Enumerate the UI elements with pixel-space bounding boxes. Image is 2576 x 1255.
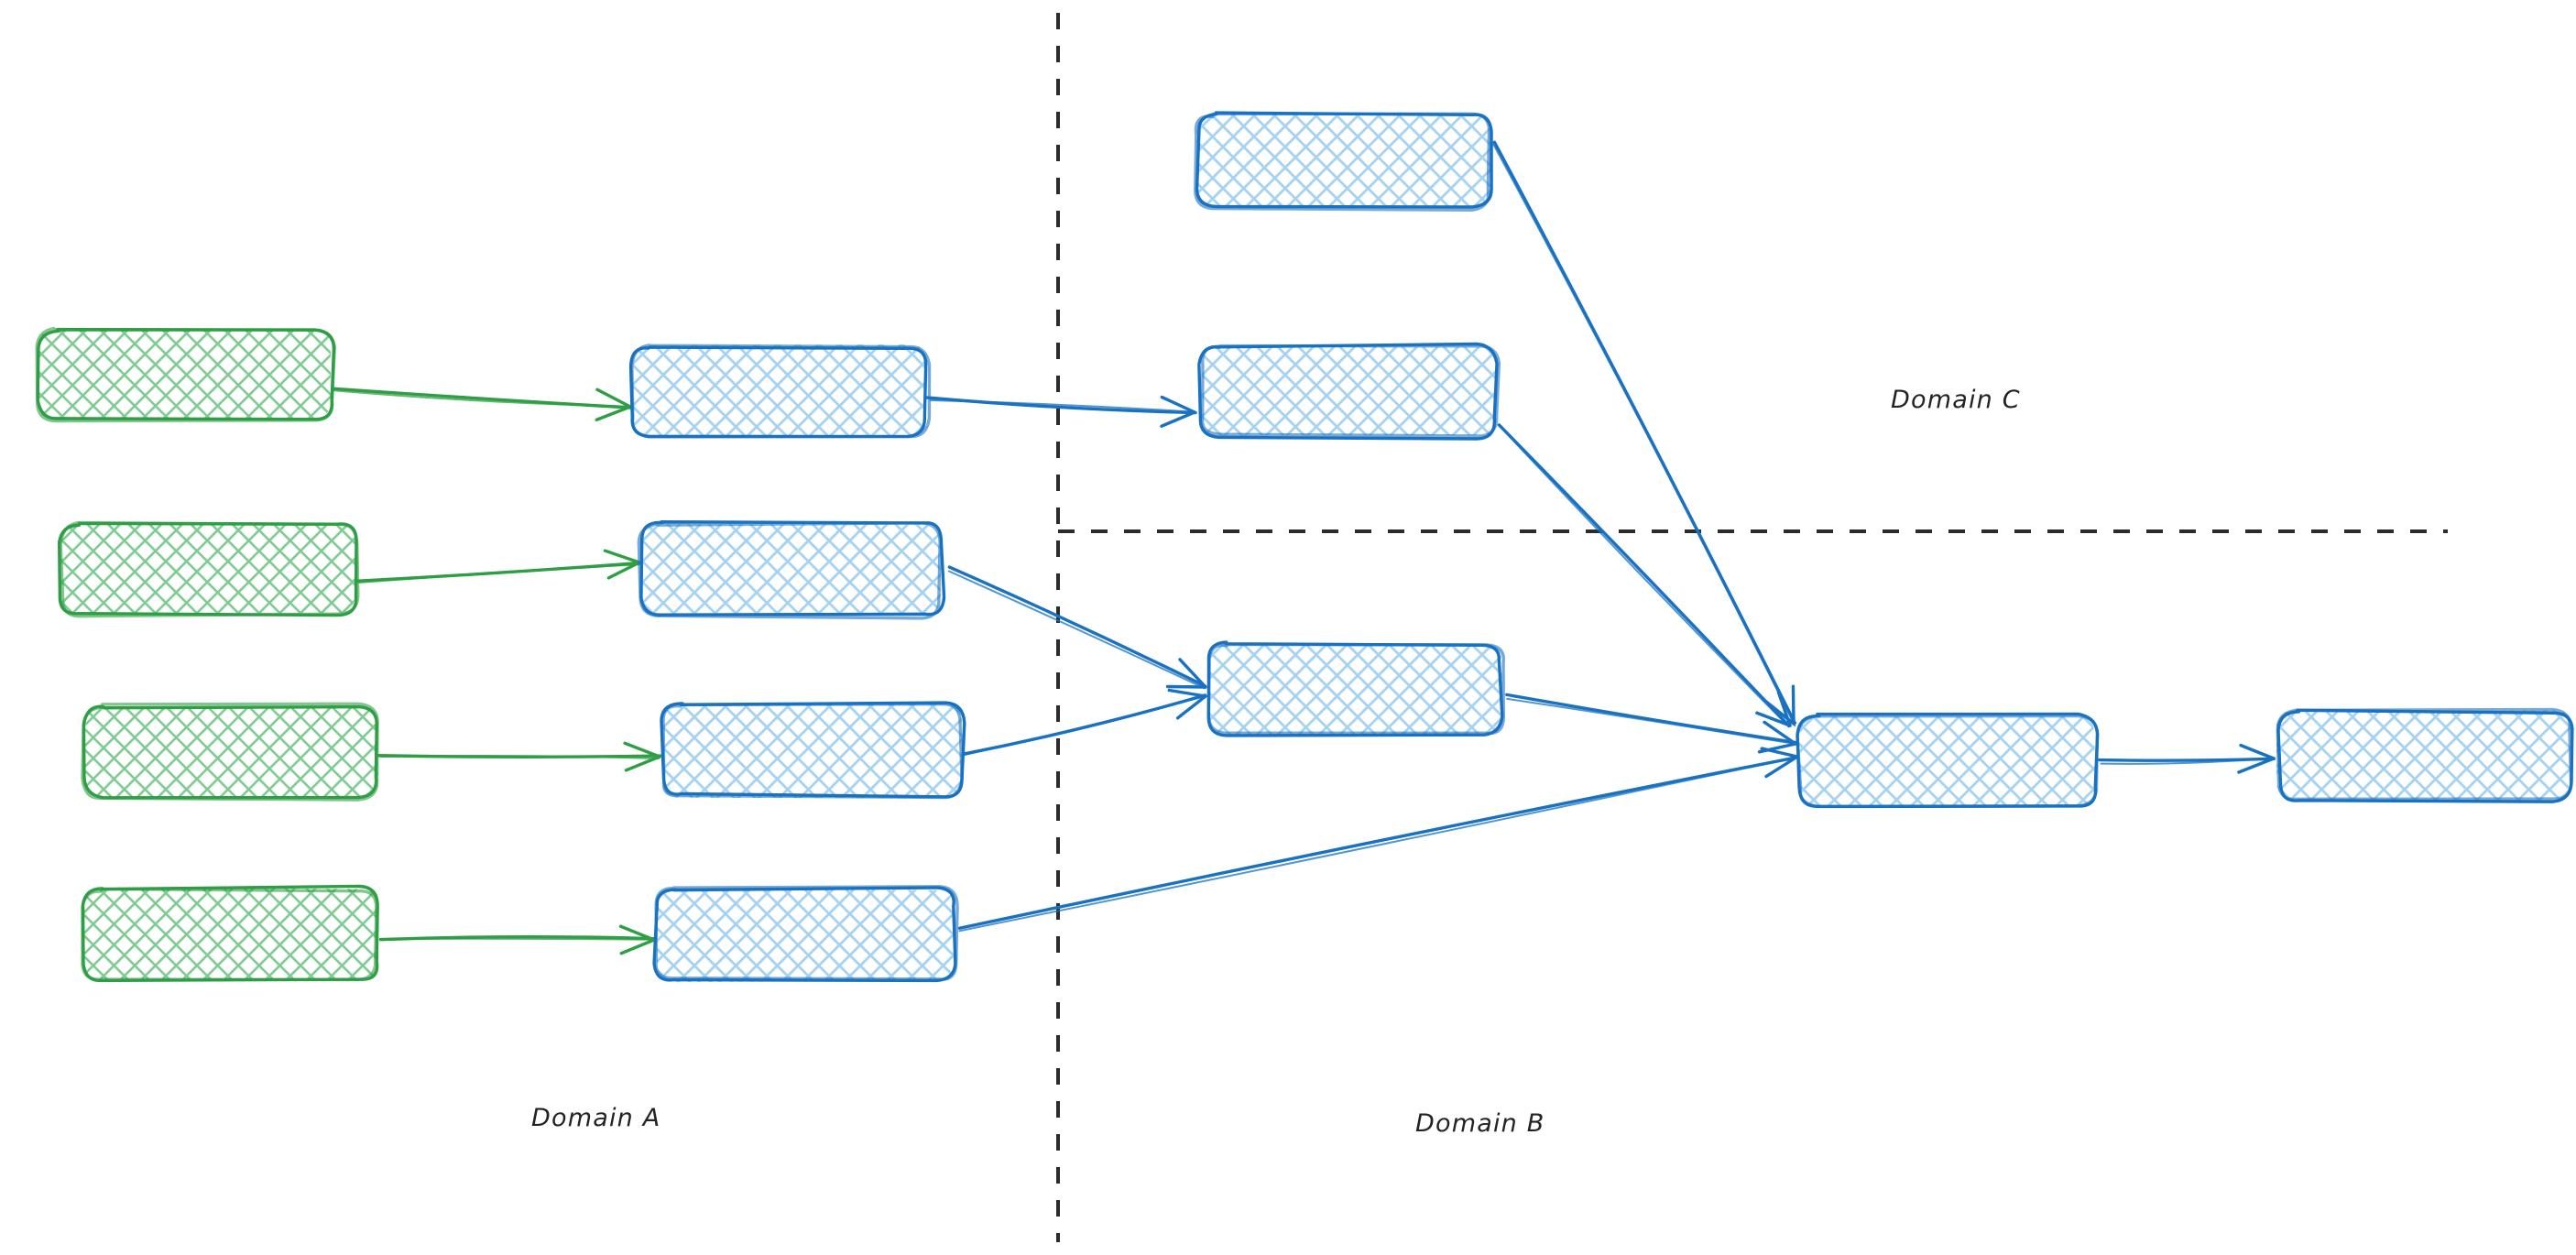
nodes-layer <box>35 111 2574 983</box>
arrowhead-stroke <box>2237 757 2276 774</box>
arrowhead-stroke <box>1165 684 1207 689</box>
edge-line <box>957 755 1800 930</box>
arrowhead-stroke <box>603 549 641 564</box>
edge-line <box>958 756 1799 933</box>
label-domain-a: Domain A <box>531 1104 661 1132</box>
node-fill <box>632 344 926 438</box>
dividers-layer <box>1056 13 2448 1242</box>
node-fill <box>1206 644 1503 737</box>
node-c2[interactable] <box>1197 342 1501 441</box>
edge-b1-to-c2[interactable] <box>925 395 1197 428</box>
edge-line <box>378 937 657 941</box>
edge-line <box>330 388 633 408</box>
edge-b2-to-c3[interactable] <box>947 565 1207 690</box>
edge-line <box>357 563 640 584</box>
edge-b3-to-c3[interactable] <box>963 688 1207 757</box>
arrowhead-stroke <box>618 924 656 942</box>
arrowhead-stroke <box>623 741 661 758</box>
edge-line <box>1497 423 1791 728</box>
edge-line <box>947 565 1207 688</box>
node-b2[interactable] <box>637 519 946 620</box>
edge-b4-to-d1[interactable] <box>957 747 1800 933</box>
node-outline <box>2276 707 2573 802</box>
arrowhead-stroke <box>1757 742 1797 754</box>
label-domain-c: Domain C <box>1891 386 2021 414</box>
node-b4[interactable] <box>652 885 959 983</box>
node-outline <box>81 887 378 982</box>
node-fill <box>1201 346 1498 436</box>
node-fill <box>83 888 378 982</box>
arrowhead-stroke <box>1755 711 1792 727</box>
arrowhead-stroke <box>1776 691 1792 727</box>
arrowhead-stroke <box>595 387 632 409</box>
edge-line <box>379 755 660 760</box>
arrowhead-stroke <box>1763 720 1797 746</box>
edge-a3-to-b3[interactable] <box>376 741 662 772</box>
node-fill <box>641 523 941 616</box>
arrowhead-stroke <box>606 561 641 580</box>
node-c3[interactable] <box>1206 640 1506 737</box>
arrowhead-stroke <box>1764 755 1799 779</box>
arrowhead-stroke <box>1178 658 1207 689</box>
node-outline <box>630 344 932 439</box>
node-a4[interactable] <box>81 884 379 983</box>
node-fill <box>656 889 956 983</box>
edge-line <box>1497 423 1790 728</box>
node-a2[interactable] <box>57 520 360 618</box>
node-outline <box>654 885 959 981</box>
edges-layer <box>329 140 2276 955</box>
node-fill <box>1195 114 1493 208</box>
edge-a4-to-b4[interactable] <box>378 924 657 955</box>
node-outline <box>1206 642 1506 736</box>
node-outline <box>35 326 337 423</box>
node-d1[interactable] <box>1796 712 2100 809</box>
node-fill <box>2276 710 2574 801</box>
edge-line <box>1491 142 1796 727</box>
edge-c1-to-d1[interactable] <box>1491 140 1796 727</box>
arrowhead-stroke <box>2239 743 2276 760</box>
node-outline <box>637 521 942 620</box>
arrowhead-stroke <box>624 755 661 772</box>
arrowhead-stroke <box>1791 684 1796 726</box>
node-fill <box>661 704 963 799</box>
node-outline <box>81 702 379 802</box>
node-outline <box>1200 344 1501 438</box>
node-c1[interactable] <box>1194 111 1493 212</box>
arrowhead-stroke <box>1175 694 1207 720</box>
node-a3[interactable] <box>81 702 379 802</box>
node-outline <box>1194 112 1491 212</box>
edge-line <box>2100 757 2275 765</box>
node-outline <box>59 520 360 618</box>
arrowhead-stroke <box>595 405 632 421</box>
edge-line <box>963 694 1206 757</box>
edge-c2-to-d1[interactable] <box>1497 423 1792 728</box>
node-fill <box>1798 715 2095 807</box>
node-b1[interactable] <box>628 344 932 439</box>
arrowhead-stroke <box>1167 688 1207 698</box>
node-fill <box>84 705 378 797</box>
node-a1[interactable] <box>35 326 337 423</box>
edge-line <box>963 693 1207 756</box>
edge-c3-to-d1[interactable] <box>1505 693 1797 754</box>
edge-d1-to-d2[interactable] <box>2097 743 2276 774</box>
node-b3[interactable] <box>660 701 966 800</box>
node-d2[interactable] <box>2276 707 2574 803</box>
edge-line <box>947 570 1206 690</box>
node-outline <box>661 702 964 800</box>
edge-a2-to-b2[interactable] <box>355 549 641 584</box>
edge-a1-to-b1[interactable] <box>329 387 633 421</box>
arrowhead-stroke <box>1160 395 1196 414</box>
node-fill <box>37 329 331 420</box>
edge-line <box>929 398 1196 413</box>
arrowhead-stroke <box>619 938 656 955</box>
node-outline <box>1796 714 2099 808</box>
edge-line <box>1506 697 1797 746</box>
label-domain-b: Domain B <box>1415 1109 1545 1138</box>
node-fill <box>60 523 356 614</box>
edge-line <box>1505 693 1797 745</box>
arrowhead-stroke <box>1160 410 1196 428</box>
